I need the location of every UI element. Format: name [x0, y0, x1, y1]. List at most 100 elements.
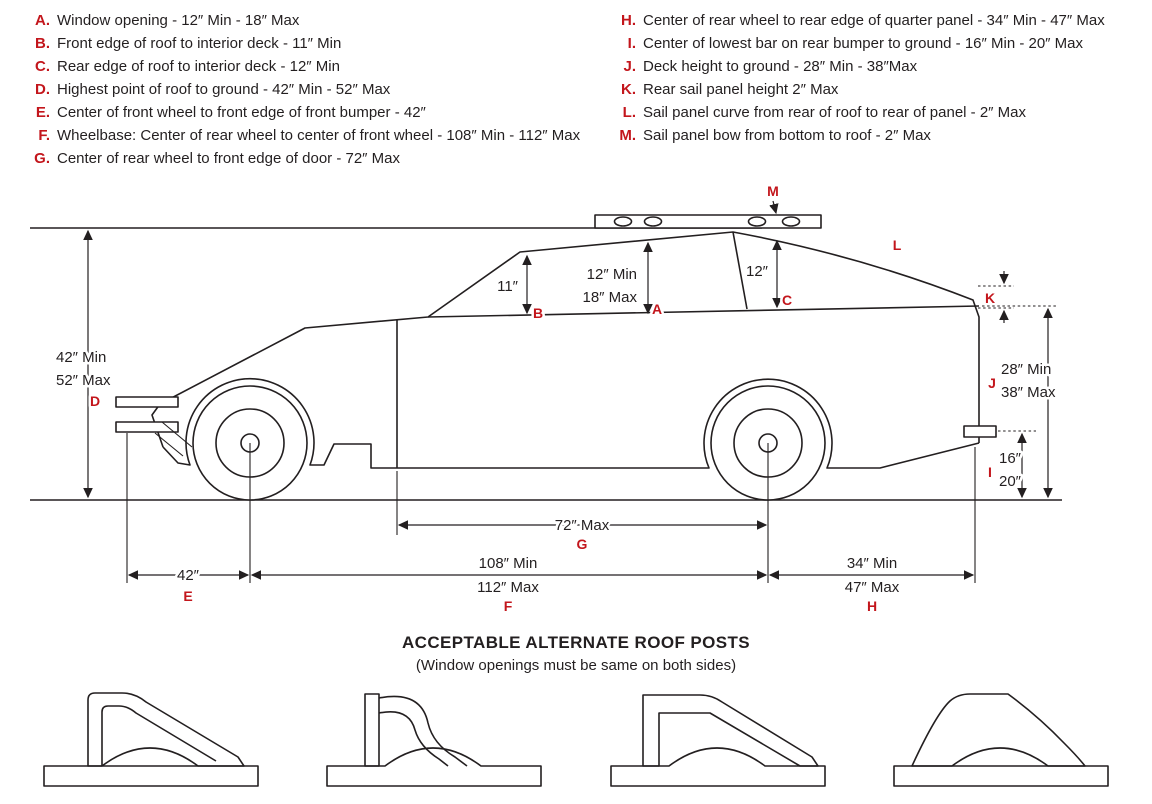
- legend-letter: F.: [38, 127, 50, 144]
- roof-rail-hole: [747, 216, 767, 227]
- dim-b-letter: B: [533, 305, 543, 321]
- legend-letter: C.: [35, 58, 50, 75]
- legend-text: Deck height to ground - 28″ Min - 38″Max: [643, 58, 918, 75]
- roof-rail-hole: [613, 216, 633, 227]
- legend-item-l: L. Sail panel curve from rear of roof to …: [616, 101, 1152, 124]
- roof-rail-hole: [643, 216, 663, 227]
- legend-letter: L.: [622, 104, 636, 121]
- dim-h-min: 34″ Min: [847, 555, 897, 572]
- dimension-c: 12″ C: [744, 239, 795, 311]
- legend-text: Sail panel bow from bottom to roof - 2″ …: [643, 127, 931, 144]
- dim-g-value: 72″ Max: [555, 517, 610, 534]
- dim-b-value: 11″: [497, 278, 519, 295]
- legend-text: Center of rear wheel to rear edge of qua…: [643, 12, 1105, 29]
- dim-a-min: 12″ Min: [587, 266, 637, 283]
- dim-j-max: 38″ Max: [1001, 384, 1056, 401]
- rear-bumper-bar: [963, 425, 997, 438]
- dim-j-letter: J: [988, 375, 996, 391]
- legend-text: Highest point of roof to ground - 42″ Mi…: [57, 81, 391, 98]
- dim-i-letter: I: [988, 464, 992, 480]
- legend-text: Center of rear wheel to front edge of do…: [57, 150, 400, 167]
- legend-item-h: H. Center of rear wheel to rear edge of q…: [616, 9, 1152, 32]
- legend-letter: G.: [34, 150, 50, 167]
- legend-letter: J.: [623, 58, 636, 75]
- legend-text: Rear edge of roof to interior deck - 12″…: [57, 58, 340, 75]
- dim-f-max: 112″ Max: [477, 579, 539, 596]
- dim-c-value: 12″: [746, 263, 769, 280]
- dim-m-letter: M: [767, 183, 779, 199]
- front-bumper-upper-bar: [115, 396, 179, 408]
- dim-c-letter: C: [782, 292, 792, 308]
- interior-deck-line: [427, 305, 980, 318]
- roof-post-option-2: [326, 693, 543, 787]
- roof-rail-bar: [594, 214, 822, 229]
- dimension-m: M: [765, 181, 781, 215]
- alternate-roof-post-examples: [0, 674, 1152, 794]
- dimension-a: 12″ Min 18″ Max A: [580, 241, 665, 320]
- legend-item-i: I.Center of lowest bar on rear bumper to…: [616, 32, 1152, 55]
- legend-item-f: F. Wheelbase: Center of rear wheel to cen…: [30, 124, 616, 147]
- legend-item-c: C. Rear edge of roof to interior deck - 1…: [30, 55, 616, 78]
- dimension-f: 108″ Min 112″ Max F: [250, 553, 768, 617]
- roof-post-option-4: [893, 693, 1109, 787]
- legend-text: Front edge of roof to interior deck - 11…: [57, 35, 342, 52]
- legend-text: Center of front wheel to front edge of f…: [57, 104, 426, 121]
- front-bumper-lower-bar: [115, 421, 179, 433]
- legend-text: Rear sail panel height 2″ Max: [643, 81, 839, 98]
- legend-item-d: D.Highest point of roof to ground - 42″ …: [30, 78, 616, 101]
- legend-letter: B.: [35, 35, 50, 52]
- legend-item-a: A. Window opening - 12″ Min - 18″ Max: [30, 9, 616, 32]
- car-body: [115, 214, 997, 501]
- dim-d-max: 52″ Max: [56, 372, 111, 389]
- legend-letter: E.: [35, 104, 50, 121]
- alternate-roof-posts-title: ACCEPTABLE ALTERNATE ROOF POSTS: [402, 633, 750, 652]
- legend-item-g: G. Center of rear wheel to front edge of …: [30, 147, 616, 170]
- legend-item-b: B. Front edge of roof to interior deck - …: [30, 32, 616, 55]
- dim-k-letter: K: [985, 290, 995, 306]
- dim-e-letter: E: [183, 588, 192, 604]
- dim-e-value: 42″: [177, 567, 200, 584]
- dim-a-max: 18″ Max: [583, 289, 638, 306]
- dim-h-letter: H: [867, 598, 877, 614]
- dim-i-max: 20″: [999, 473, 1022, 490]
- legend-text: Window opening - 12″ Min - 18″ Max: [57, 12, 300, 29]
- dim-i-min: 16″: [999, 450, 1022, 467]
- dimension-i: 16″ 20″ I: [986, 430, 1036, 499]
- dimension-e: 42″ E: [127, 565, 250, 607]
- dim-j-min: 28″ Min: [1001, 361, 1051, 378]
- legend-letter: H.: [621, 12, 636, 29]
- legend-text: Wheelbase: Center of rear wheel to cente…: [57, 127, 581, 144]
- legend-item-e: E. Center of front wheel to front edge of…: [30, 101, 616, 124]
- dimension-h: 34″ Min 47″ Max H: [768, 553, 975, 617]
- dimension-d: 42″ Min 52″ Max D: [54, 229, 113, 499]
- dimension-j: 28″ Min 38″ Max J: [982, 305, 1058, 499]
- car-template-diagram: 42″ Min 52″ Max D M 11″ B 12″ Min 18″ Ma…: [30, 181, 1062, 617]
- extension-lines: [126, 433, 976, 583]
- body-lower-outline: [162, 378, 980, 469]
- nose-brace: [161, 421, 193, 448]
- dimension-b: 11″ B: [495, 254, 546, 324]
- legend-letter: M.: [619, 127, 636, 144]
- nose-brace: [154, 432, 184, 457]
- dim-h-max: 47″ Max: [845, 579, 900, 596]
- dimension-g: 72″ Max G: [397, 515, 768, 555]
- legend-item-k: K. Rear sail panel height 2″ Max: [616, 78, 1152, 101]
- dim-l-letter: L: [893, 237, 902, 253]
- roof-post-option-1: [43, 692, 259, 787]
- dimension-k: K: [978, 271, 1014, 323]
- legend-letter: A.: [35, 12, 50, 29]
- body-upper-outline: [151, 231, 980, 448]
- legend-column-left: A. Window opening - 12″ Min - 18″ Max B. F…: [30, 9, 616, 175]
- legend-item-j: J. Deck height to ground - 28″ Min - 38″M…: [616, 55, 1152, 78]
- legend-column-right: H. Center of rear wheel to rear edge of q…: [616, 9, 1152, 175]
- spec-legend: A. Window opening - 12″ Min - 18″ Max B. F…: [0, 0, 1152, 175]
- roof-post-option-3: [609, 694, 826, 787]
- dim-f-letter: F: [504, 598, 513, 614]
- alternate-roof-posts-subtitle: (Window openings must be same on both si…: [415, 657, 737, 674]
- dim-f-min: 108″ Min: [479, 555, 538, 572]
- legend-letter: K.: [621, 81, 636, 98]
- legend-letter: I.: [627, 35, 636, 52]
- legend-text: Sail panel curve from rear of roof to re…: [643, 104, 1026, 121]
- dim-d-letter: D: [90, 393, 100, 409]
- dim-g-letter: G: [577, 536, 588, 552]
